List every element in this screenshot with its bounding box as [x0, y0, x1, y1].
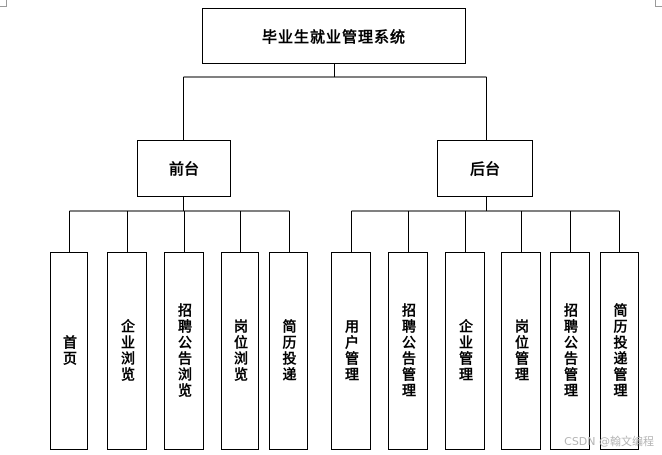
group-node-back-label: 后台 — [469, 160, 500, 178]
leaf-node-label: 首页 — [61, 335, 77, 367]
leaf-node-label: 简历投递管理 — [611, 303, 628, 399]
corner-mark-right — [655, 0, 662, 7]
leaf-node-position-browse: 岗位浏览 — [221, 252, 259, 450]
root-node-label: 毕业生就业管理系统 — [261, 27, 406, 46]
group-node-back: 后台 — [437, 140, 533, 197]
group-node-front: 前台 — [137, 140, 231, 197]
leaf-node-label: 岗位管理 — [513, 319, 529, 383]
leaf-node-recruit-notice-browse: 招聘公告浏览 — [164, 252, 204, 450]
leaf-node-label: 岗位浏览 — [232, 319, 248, 383]
leaf-node-label: 企业管理 — [457, 319, 473, 383]
leaf-node-resume-submit: 简历投递 — [269, 252, 308, 450]
leaf-node-label: 企业浏览 — [119, 319, 135, 383]
leaf-node-recruit-notice-manage: 招聘公告管理 — [388, 252, 428, 450]
corner-mark-left — [0, 0, 7, 7]
leaf-node-resume-submit-manage: 简历投递管理 — [600, 252, 639, 450]
leaf-node-label: 招聘公告管理 — [562, 303, 578, 399]
watermark: CSDN @翰文编程 — [564, 435, 654, 448]
leaf-node-label: 用户管理 — [343, 319, 359, 383]
leaf-node-label: 招聘公告管理 — [400, 303, 416, 399]
leaf-node-company-browse: 企业浏览 — [107, 252, 147, 450]
root-node: 毕业生就业管理系统 — [202, 8, 466, 64]
leaf-node-label: 简历投递 — [280, 319, 297, 383]
group-node-front-label: 前台 — [168, 160, 199, 178]
leaf-node-home: 首页 — [50, 252, 88, 450]
leaf-node-position-manage: 岗位管理 — [501, 252, 541, 450]
leaf-node-user-manage: 用户管理 — [331, 252, 371, 450]
leaf-node-company-manage: 企业管理 — [445, 252, 485, 450]
leaf-node-label: 招聘公告浏览 — [176, 303, 192, 399]
leaf-node-recruit-notice-manage-2: 招聘公告管理 — [550, 252, 590, 450]
